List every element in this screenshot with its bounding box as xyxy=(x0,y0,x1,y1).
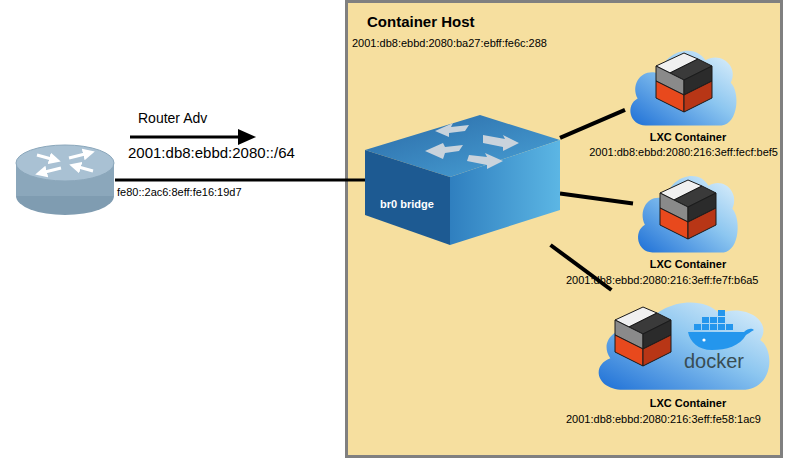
container-address: 2001:db8:ebbd:2080:216:3eff:fe58:1ac9 xyxy=(566,413,761,426)
container-address: 2001:db8:ebbd:2080:216:3eff:fecf:bef5 xyxy=(589,146,778,159)
lxc-cube-icon xyxy=(655,52,713,114)
host-area xyxy=(347,2,782,457)
docker-whale-icon xyxy=(686,310,756,350)
prefix-label: 2001:db8:ebbd:2080::/64 xyxy=(128,144,295,161)
docker-wordmark: docker xyxy=(684,350,744,373)
host-address: 2001:db8:ebbd:2080:ba27:ebff:fe6c:288 xyxy=(352,37,547,50)
container-label: LXC Container xyxy=(650,258,726,271)
link-local-address: fe80::2ac6:8eff:fe16:19d7 xyxy=(117,186,242,199)
host-title: Container Host xyxy=(367,13,475,30)
lxc-cube-icon xyxy=(614,306,672,368)
link-line xyxy=(560,110,625,138)
bridge-label: br0 bridge xyxy=(380,198,434,211)
advert-arrowhead xyxy=(238,129,256,145)
container-label: LXC Container xyxy=(650,131,726,144)
link-line xyxy=(115,179,365,182)
bridge-icon xyxy=(365,115,560,245)
lxc-cube-icon xyxy=(659,179,717,241)
lxc-container: LXC Container2001:db8:ebbd:2080:216:3eff… xyxy=(625,40,740,130)
router-node: fe80::2ac6:8eff:fe16:19d7 xyxy=(15,144,115,216)
router-icon xyxy=(15,144,115,216)
advert-arrow xyxy=(130,136,241,139)
advert-label: Router Adv xyxy=(138,110,207,126)
lxc-container: LXC Container2001:db8:ebbd:2080:216:3eff… xyxy=(590,290,775,395)
container-address: 2001:db8:ebbd:2080:216:3eff:fe7f:b6a5 xyxy=(566,274,758,287)
link-line xyxy=(560,193,633,203)
bridge-node: br0 bridge xyxy=(365,115,560,245)
container-host: Container Host 2001:db8:ebbd:2080:ba27:eb… xyxy=(345,2,783,457)
container-label: LXC Container xyxy=(650,397,726,410)
lxc-container: LXC Container2001:db8:ebbd:2080:216:3eff… xyxy=(633,165,741,257)
